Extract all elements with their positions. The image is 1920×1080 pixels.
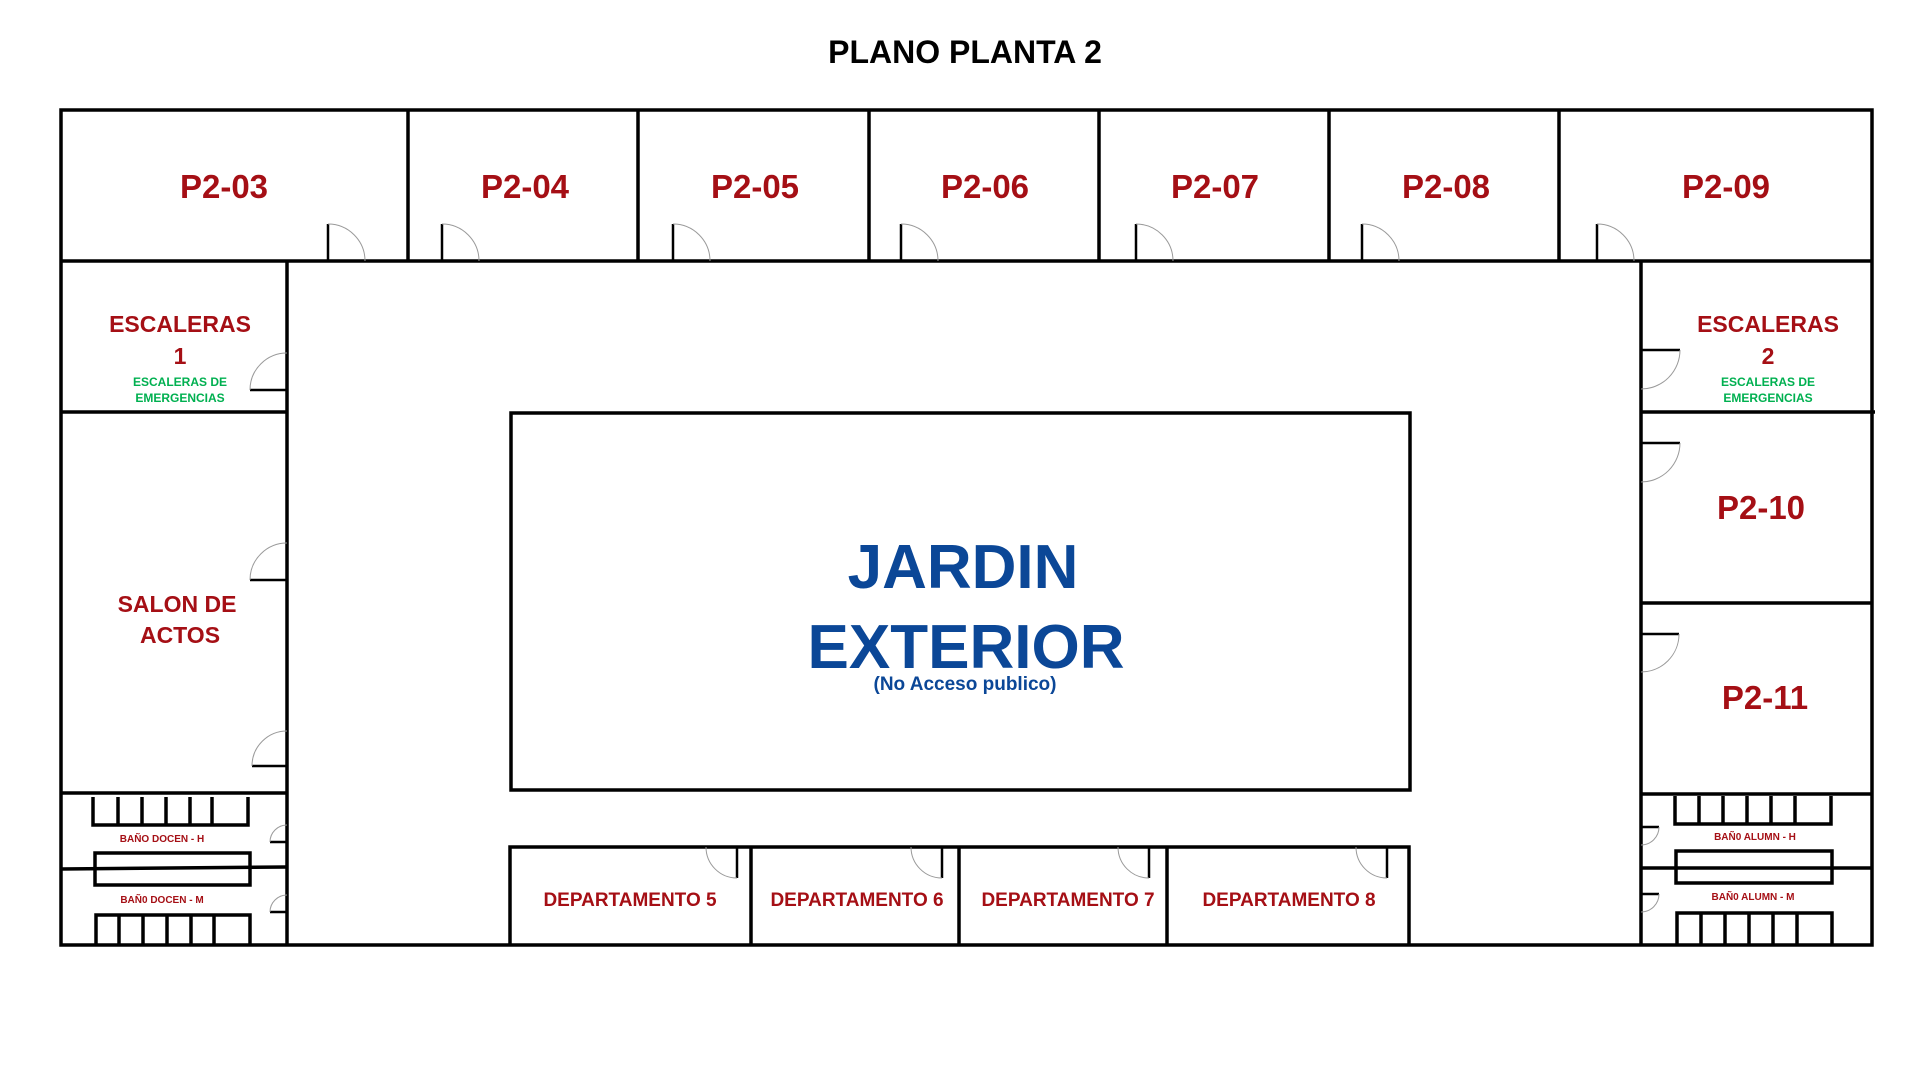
room-label-p2-05: P2-05 xyxy=(711,168,799,205)
sink-docen xyxy=(93,851,252,887)
door-escaleras-2 xyxy=(1640,348,1681,390)
door-p2-11 xyxy=(1640,632,1680,673)
bano-alumn-m-label: BAÑ0 ALUMN - M xyxy=(1712,890,1795,903)
door-bano-docen-m xyxy=(269,894,288,914)
bano-docen-h-label: BAÑO DOCEN - H xyxy=(120,832,204,845)
outer-wall xyxy=(59,108,1874,947)
escaleras-1-note-line1: ESCALERAS DE xyxy=(133,375,227,389)
door-departamento-5 xyxy=(705,846,739,879)
door-p2-07 xyxy=(1134,223,1174,262)
escaleras-1-note-line2: EMERGENCIAS xyxy=(135,391,224,405)
plan-title: PLANO PLANTA 2 xyxy=(828,34,1102,70)
stalls-docen-m xyxy=(94,913,252,945)
door-p2-10 xyxy=(1640,441,1681,483)
room-label-p2-06: P2-06 xyxy=(941,168,1029,205)
escaleras-2-number: 2 xyxy=(1762,343,1775,369)
stalls-alumn-m xyxy=(1675,911,1834,945)
door-p2-05 xyxy=(671,223,711,262)
salon-label-line2: ACTOS xyxy=(140,622,220,648)
door-departamento-8 xyxy=(1355,846,1389,879)
room-label-p2-07: P2-07 xyxy=(1171,168,1259,205)
bathroom-fixtures xyxy=(91,796,1834,945)
stalls-docen-h xyxy=(91,797,250,827)
escaleras-1-label: ESCALERAS xyxy=(109,311,251,337)
escaleras-2-note-line1: ESCALERAS DE xyxy=(1721,375,1815,389)
room-label-p2-09: P2-09 xyxy=(1682,168,1770,205)
room-label-p2-08: P2-08 xyxy=(1402,168,1490,205)
door-departamento-7 xyxy=(1117,846,1151,879)
departamento-7-label: DEPARTAMENTO 7 xyxy=(981,890,1154,911)
door-bano-alumn-h xyxy=(1640,825,1660,846)
room-labels: P2-03 P2-04 P2-05 P2-06 P2-07 P2-08 P2-0… xyxy=(109,168,1839,911)
room-label-p2-04: P2-04 xyxy=(481,168,570,205)
door-bano-docen-h xyxy=(269,824,288,844)
garden-note: (No Acceso publico) xyxy=(874,674,1057,695)
door-escaleras-1 xyxy=(249,352,288,392)
salon-label-line1: SALON DE xyxy=(118,591,237,617)
door-salon-lower xyxy=(251,730,288,768)
escaleras-2-label: ESCALERAS xyxy=(1697,311,1839,337)
departamento-5-label: DEPARTAMENTO 5 xyxy=(543,890,717,911)
door-p2-09 xyxy=(1595,223,1635,262)
sink-alumn xyxy=(1674,849,1834,885)
garden-label-line1: JARDIN xyxy=(848,533,1079,602)
door-salon-upper xyxy=(249,542,288,582)
walls xyxy=(59,108,1875,947)
bano-docen-m-label: BAÑ0 DOCEN - M xyxy=(120,893,203,906)
door-departamento-6 xyxy=(910,846,944,879)
escaleras-1-number: 1 xyxy=(174,343,187,369)
room-label-p2-03: P2-03 xyxy=(180,168,268,205)
garden-wall xyxy=(509,411,1412,792)
door-p2-08 xyxy=(1360,223,1400,262)
door-p2-06 xyxy=(899,223,939,262)
garden-label-line2: EXTERIOR xyxy=(808,613,1125,682)
escaleras-2-note-line2: EMERGENCIAS xyxy=(1723,391,1812,405)
door-bano-alumn-m xyxy=(1640,892,1660,913)
room-label-p2-11: P2-11 xyxy=(1722,679,1808,716)
stalls-alumn-h xyxy=(1673,796,1833,826)
room-label-p2-10: P2-10 xyxy=(1717,489,1805,526)
departamento-8-label: DEPARTAMENTO 8 xyxy=(1202,890,1375,911)
garden-labels: JARDIN EXTERIOR (No Acceso publico) xyxy=(808,533,1125,695)
departamento-6-label: DEPARTAMENTO 6 xyxy=(770,890,943,911)
door-p2-04 xyxy=(440,223,480,262)
door-p2-03 xyxy=(326,223,366,262)
doors xyxy=(249,223,1681,914)
bano-alumn-h-label: BAÑ0 ALUMN - H xyxy=(1714,830,1796,843)
